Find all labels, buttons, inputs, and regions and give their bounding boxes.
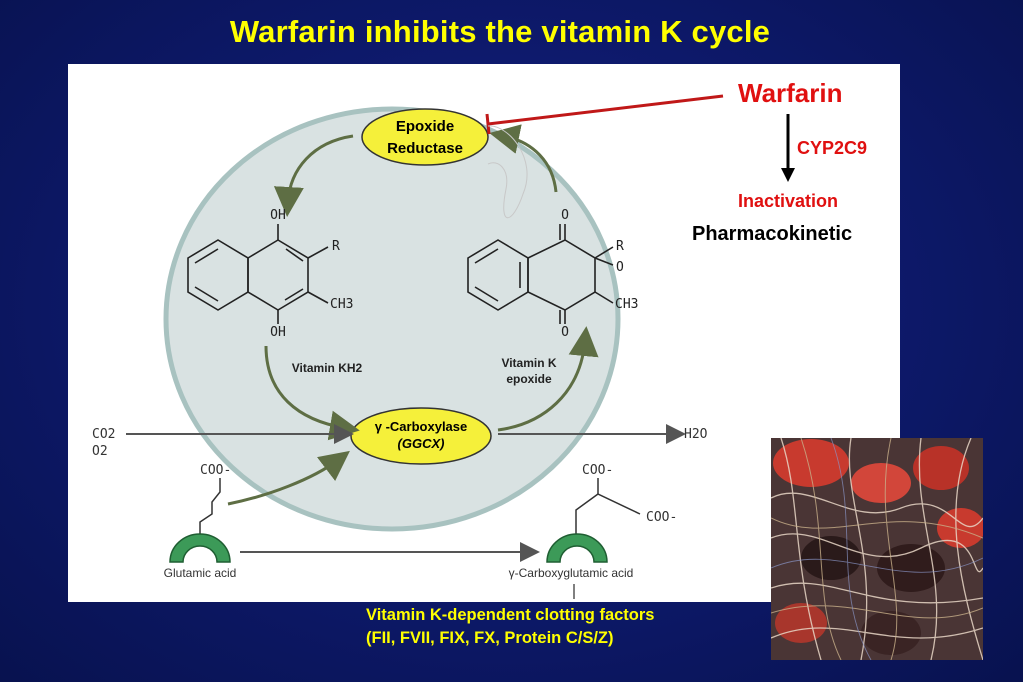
clotting-factors-line-1: Vitamin K-dependent clotting factors <box>366 606 655 624</box>
vitamin-k-epoxide-molecule <box>467 224 614 324</box>
vitamin-k-epoxide-label-2: epoxide <box>506 372 552 386</box>
clotting-factors-line-2: (FII, FVII, FIX, FX, Protein C/S/Z) <box>366 629 614 647</box>
vitamin-kh2-label: Vitamin KH2 <box>292 361 363 375</box>
kh2-ch3: CH3 <box>330 297 353 312</box>
inactivation-label: Inactivation <box>738 191 839 211</box>
epoxide-r: R <box>616 239 624 254</box>
epoxide-reductase-label-2: Reductase <box>387 140 463 157</box>
kh2-r: R <box>332 239 340 254</box>
gamma-carboxyglutamic-acid-label: γ-Carboxyglutamic acid <box>509 566 634 580</box>
epoxide-ch3: CH3 <box>615 297 638 312</box>
clotting-factors-text: Vitamin K-dependent clotting factors (FI… <box>366 604 654 650</box>
warfarin-inhibition-line <box>487 94 724 126</box>
co2-label: CO2 <box>92 427 115 442</box>
o2-label: O2 <box>92 444 108 459</box>
coo-left-label: COO- <box>200 463 231 478</box>
epoxide-reductase-label-1: Epoxide <box>396 118 454 135</box>
coo-right-side-label: COO- <box>646 510 677 525</box>
carboxylase-label-1: γ -Carboxylase <box>375 419 468 434</box>
vitamin-k-epoxide-label-1: Vitamin K <box>501 356 556 370</box>
diagram-svg: Epoxide Reductase γ -Carboxylase (GGCX) <box>68 64 900 602</box>
glutamic-acid-protein-shape <box>169 533 231 563</box>
arrow-carboxylase-to-epoxide <box>497 326 599 432</box>
pharmacokinetic-label: Pharmacokinetic <box>692 223 853 245</box>
glutamic-acid-label: Glutamic acid <box>164 566 237 580</box>
arrow-glutamate-to-carboxylase <box>227 450 350 506</box>
gla-protein-shape <box>546 533 608 563</box>
epoxide-o-top: O <box>561 208 569 223</box>
arrow-kh2-to-carboxylase <box>264 345 360 441</box>
epoxide-o-ring: O <box>616 260 624 275</box>
h2o-label: H2O <box>684 427 708 442</box>
cyp2c9-label: CYP2C9 <box>797 138 868 158</box>
slide-title: Warfarin inhibits the vitamin K cycle <box>229 14 771 49</box>
vitamin-kh2-molecule <box>187 224 329 324</box>
kh2-oh-top: OH <box>270 208 286 223</box>
vitamin-k-cycle-diagram: Epoxide Reductase γ -Carboxylase (GGCX) <box>68 64 900 602</box>
cyp2c9-arrow <box>781 114 795 182</box>
kh2-oh-bottom: OH <box>270 325 286 340</box>
blood-clot-image <box>771 438 983 660</box>
epoxide-o-bottom: O <box>561 325 569 340</box>
arrow-reductase-to-kh2 <box>273 134 354 217</box>
blood-clot-micrograph <box>771 438 983 660</box>
warfarin-label: Warfarin <box>738 78 843 108</box>
coo-right-top-label: COO- <box>582 463 613 478</box>
carboxylase-label-2: (GGCX) <box>398 436 445 451</box>
epoxide-reductase-enzyme <box>361 108 489 166</box>
